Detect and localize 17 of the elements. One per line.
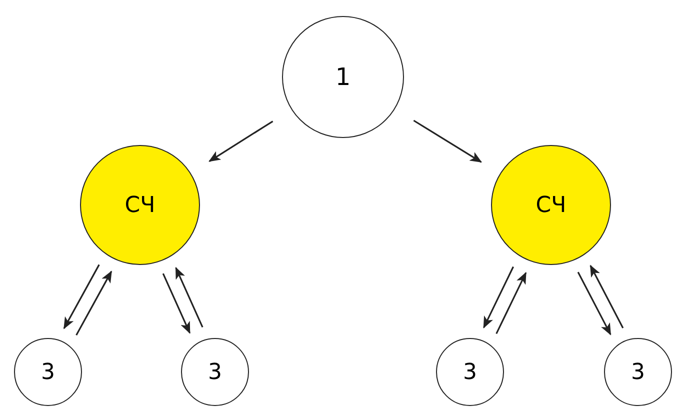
arrow [208,120,274,162]
node-label: 3 [631,358,645,386]
node-label: СЧ [536,192,566,220]
arrow [413,120,482,163]
arrow [76,270,112,336]
node-label: 1 [335,62,351,93]
node-label: 3 [208,358,222,386]
arrow [590,264,624,328]
arrow [175,266,204,328]
node-label: 3 [463,358,477,386]
arrow [483,266,514,328]
node-label: СЧ [124,192,156,220]
arrow [63,264,100,330]
arrow [577,272,612,336]
node-label: 3 [41,358,55,386]
arrow [496,272,527,334]
arrow [162,273,190,334]
